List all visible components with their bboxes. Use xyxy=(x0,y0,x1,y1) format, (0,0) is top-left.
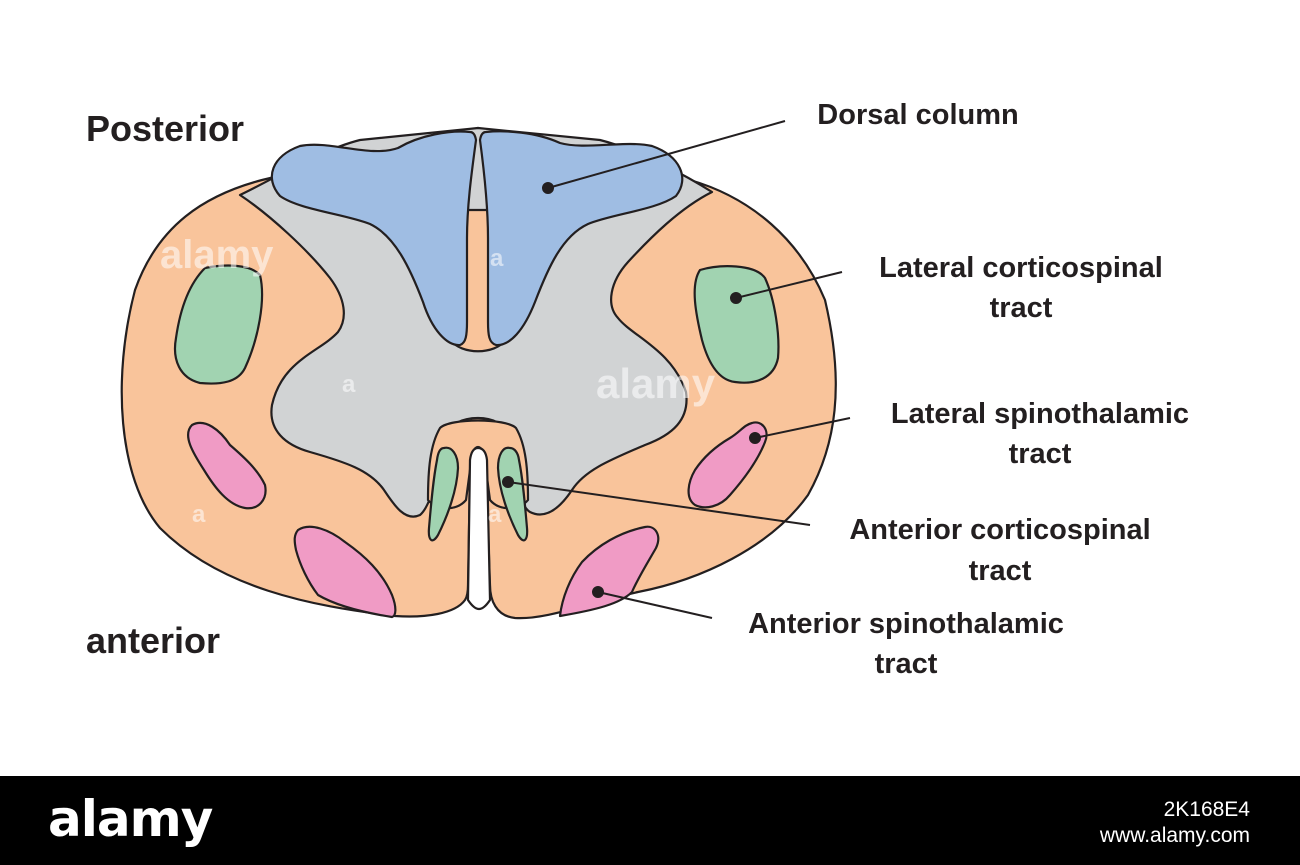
label-anterior-spinothalamic-line2: tract xyxy=(875,648,938,680)
watermark-mark-4: a xyxy=(192,501,206,528)
orientation-posterior: Posterior xyxy=(86,108,244,149)
leader-dot-dorsal-column xyxy=(542,182,554,194)
lateral-spinothalamic-right xyxy=(687,421,768,509)
label-anterior-spinothalamic-line1: Anterior spinothalamic xyxy=(748,608,1064,640)
leader-lateral-corticospinal xyxy=(735,271,843,299)
watermark-footer: alamy 2K168E4 www.alamy.com xyxy=(0,776,1300,865)
leader-lateral-spinothalamic xyxy=(754,417,851,439)
leader-dot-lateral-spinothalamic xyxy=(749,432,761,444)
leader-anterior-spinothalamic xyxy=(597,591,713,619)
label-lateral-spinothalamic-line2: tract xyxy=(1009,438,1072,470)
footer-brand-logo: alamy xyxy=(48,790,213,848)
footer-site-url: www.alamy.com xyxy=(1099,824,1250,847)
leader-anterior-corticospinal xyxy=(507,481,811,526)
lateral-corticospinal-left xyxy=(173,264,264,385)
anterior-spinothalamic-right xyxy=(558,525,660,618)
watermark-mark-3: a xyxy=(488,501,502,528)
dorsal-column-right xyxy=(478,130,684,347)
label-lateral-corticospinal-line1: Lateral corticospinal xyxy=(879,252,1163,284)
anterior-corticospinal-left xyxy=(427,446,460,542)
leader-dot-anterior-corticospinal xyxy=(502,476,514,488)
leader-dot-anterior-spinothalamic xyxy=(592,586,604,598)
central-fissure xyxy=(466,446,492,611)
label-dorsal-column: Dorsal column xyxy=(817,99,1018,131)
label-lateral-spinothalamic-line1: Lateral spinothalamic xyxy=(891,398,1189,430)
spinal-cord-diagram: alamy alamy a a a a Posterior anterior D… xyxy=(86,99,1189,680)
watermark-brand-left: alamy xyxy=(160,233,274,277)
label-anterior-corticospinal-line1: Anterior corticospinal xyxy=(849,514,1150,546)
watermark-mark-2: a xyxy=(490,245,504,272)
anterior-spinothalamic-left xyxy=(293,525,397,619)
lateral-spinothalamic-left xyxy=(187,421,267,510)
lateral-corticospinal-right xyxy=(693,265,780,384)
label-lateral-corticospinal-line2: tract xyxy=(990,292,1053,324)
leader-dot-lateral-corticospinal xyxy=(730,292,742,304)
anterior-corticospinal-right xyxy=(496,446,529,542)
watermark-brand-center: alamy xyxy=(596,360,716,407)
watermark-mark-1: a xyxy=(342,371,356,398)
leader-dorsal-column xyxy=(547,120,786,189)
label-anterior-corticospinal-line2: tract xyxy=(969,555,1032,587)
orientation-anterior: anterior xyxy=(86,620,220,661)
dorsal-column-left xyxy=(270,130,478,347)
footer-image-id: 2K168E4 xyxy=(1163,798,1250,821)
